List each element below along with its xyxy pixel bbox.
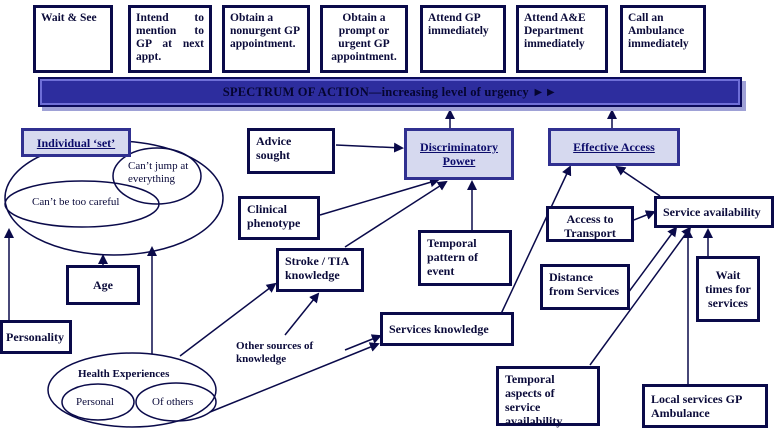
effective-access-header: Effective Access bbox=[548, 128, 680, 166]
action-box-7: Call an Ambulance immediately bbox=[620, 5, 706, 73]
arrow-distance-availability bbox=[627, 226, 678, 294]
cant-careful-ellipse bbox=[4, 180, 160, 228]
personality-box: Personality bbox=[0, 320, 72, 354]
stroke-knowledge-box: Stroke / TIA knowledge bbox=[276, 248, 364, 292]
health-experiences-label: Health Experiences bbox=[78, 368, 170, 380]
clinical-phenotype-box: Clinical phenotype bbox=[238, 196, 320, 240]
arrow-health-stroke bbox=[179, 282, 277, 357]
temporal-aspects-box: Temporal aspects of service availability bbox=[496, 366, 600, 428]
cant-jump-ellipse bbox=[112, 147, 202, 205]
of-others-label: Of others bbox=[152, 396, 194, 408]
action-box-3: Obtain a nonurgent GP appointment. bbox=[222, 5, 310, 73]
arrow-other-services bbox=[344, 334, 382, 351]
other-sources-label: Other sources of knowledge bbox=[236, 340, 314, 365]
action-label: Attend A&E Department immediately bbox=[524, 12, 586, 50]
personal-label: Personal bbox=[76, 396, 114, 408]
arrow-other-stroke bbox=[284, 292, 320, 336]
action-label: Obtain a nonurgent GP appointment. bbox=[230, 12, 300, 50]
advice-sought-box: Advice sought bbox=[247, 128, 335, 174]
arrow-transport-availability bbox=[633, 210, 656, 221]
local-services-box: Local services GP Ambulance bbox=[642, 384, 768, 428]
wait-times-box: Wait times for services bbox=[696, 256, 760, 322]
service-availability-box: Service availability bbox=[654, 196, 774, 228]
temporal-pattern-box: Temporal pattern of event bbox=[418, 230, 512, 286]
action-box-2: Intend to mention to GP at next appt. bbox=[128, 5, 212, 73]
action-box-5: Attend GP immediately bbox=[420, 5, 506, 73]
action-label: Call an Ambulance immediately bbox=[628, 12, 689, 50]
arrow-temporal-aspects-availability bbox=[589, 226, 692, 366]
arrow-services-effective bbox=[499, 165, 572, 317]
of-others-ellipse bbox=[135, 382, 217, 422]
health-experiences-ellipse bbox=[47, 352, 217, 428]
individual-set-header: Individual ‘set’ bbox=[21, 128, 131, 157]
cant-jump-label: Can’t jump at everything bbox=[128, 160, 189, 185]
action-box-1: Wait & See bbox=[33, 5, 113, 73]
action-label: Obtain a prompt or urgent GP appointment… bbox=[331, 12, 397, 63]
cant-careful-label: Can’t be too careful bbox=[32, 196, 120, 208]
services-knowledge-box: Services knowledge bbox=[380, 312, 514, 346]
personal-ellipse bbox=[61, 383, 135, 421]
action-box-6: Attend A&E Department immediately bbox=[516, 5, 608, 73]
action-label: Wait & See bbox=[41, 12, 97, 24]
banner-text: SPECTRUM OF ACTION—increasing level of u… bbox=[222, 84, 558, 100]
distance-services-box: Distance from Services bbox=[540, 264, 630, 310]
access-transport-box: Access to Transport bbox=[546, 206, 634, 242]
discriminatory-power-header: Discriminatory Power bbox=[404, 128, 514, 180]
action-label: Attend GP immediately bbox=[428, 12, 489, 37]
age-box: Age bbox=[66, 265, 140, 305]
action-label: Intend to mention to GP at next appt. bbox=[136, 12, 204, 63]
arrow-clinical-discriminatory bbox=[319, 177, 440, 216]
action-box-4: Obtain a prompt or urgent GP appointment… bbox=[320, 5, 408, 73]
arrow-advice-discriminatory bbox=[335, 142, 404, 153]
spectrum-banner: SPECTRUM OF ACTION—increasing level of u… bbox=[38, 77, 742, 107]
arrow-stroke-discriminatory bbox=[344, 180, 448, 248]
arrow-availability-effective bbox=[615, 165, 661, 197]
arrow-health-services bbox=[209, 342, 380, 413]
